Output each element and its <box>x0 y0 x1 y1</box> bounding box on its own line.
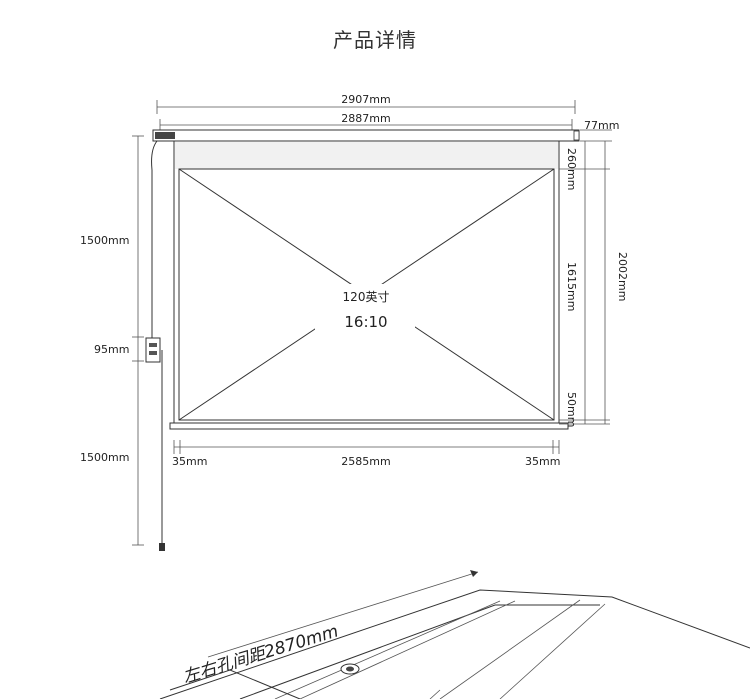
label-cord-top: 1500mm <box>80 234 129 247</box>
pull-cord <box>145 140 165 551</box>
label-top-border: 260mm <box>565 148 578 190</box>
hole-spacing-label: 左右孔间距2870mm <box>181 621 341 687</box>
dim-total-width: 2907mm <box>156 93 576 114</box>
label-view-height: 1615mm <box>565 262 578 311</box>
label-view-width: 2585mm <box>341 455 390 468</box>
label-case-height: 77mm <box>584 119 619 132</box>
dim-bottom: 35mm 2585mm 35mm <box>172 440 560 468</box>
screen-size-label: 120英寸 <box>343 290 390 304</box>
label-switch: 95mm <box>94 343 129 356</box>
label-right-border: 35mm <box>525 455 560 468</box>
label-total-height: 2002mm <box>616 252 629 301</box>
screen-body: 120英寸 16:10 <box>169 140 569 430</box>
label-bottom-border: 50mm <box>565 392 578 427</box>
label-cord-bottom: 1500mm <box>80 451 129 464</box>
install-perspective: 左右孔间距2870mm <box>159 570 750 699</box>
screen-case <box>152 129 580 142</box>
screen-ratio-label: 16:10 <box>344 313 387 331</box>
page-title: 产品详情 <box>333 28 417 52</box>
label-left-border: 35mm <box>172 455 207 468</box>
dim-case-width: 2887mm <box>159 112 573 131</box>
label-case-width: 2887mm <box>341 112 390 125</box>
dim-right-side: 260mm 1615mm 50mm 2002mm <box>559 141 629 427</box>
dim-left-side: 1500mm 95mm 1500mm <box>80 135 144 546</box>
label-total-width: 2907mm <box>341 93 390 106</box>
dim-case-height: 77mm <box>580 119 619 142</box>
